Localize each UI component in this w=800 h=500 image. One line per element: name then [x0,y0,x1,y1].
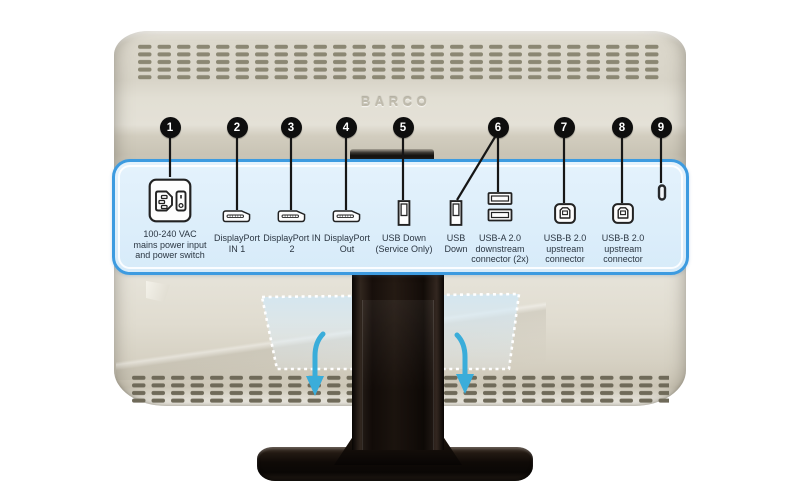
port-label: DisplayPort IN 1 [213,233,260,254]
stand-column [352,272,444,450]
callout-6: 6 [487,117,509,138]
port-label: 100-240 VAC mains power input and power … [133,229,207,260]
callout-8: 8 [611,117,633,138]
kensington-lock-slot-icon [657,184,667,201]
down-arrow-icon [454,332,474,394]
usb-a-port-icon [397,200,411,226]
usb-b-port-icon [612,203,634,224]
displayport-icon [277,210,306,223]
displayport-icon [332,210,361,223]
port-label: USB-A 2.0 downstream connector (2x) [471,233,529,264]
usb-a-port-icon [449,200,463,226]
callout-1: 1 [159,117,181,138]
port-label: USB Down [444,233,468,254]
side-notch [146,280,170,303]
brand-logo: BARCO [360,94,432,109]
down-arrow-icon [306,331,326,396]
top-vent-grille [138,43,659,81]
port-label: USB-B 2.0 upstream connector [543,233,587,264]
callout-3: 3 [280,117,302,138]
port-label: DisplayPort Out [323,233,370,254]
usb-a-dual-port-icon [487,192,513,222]
callout-2: 2 [226,117,248,138]
power-inlet-switch-icon [148,178,192,223]
callout-5: 5 [392,117,414,138]
callout-4: 4 [335,117,357,138]
port-label: DisplayPort IN 2 [263,233,321,254]
usb-b-port-icon [554,203,576,224]
callout-7: 7 [553,117,575,138]
port-label: USB Down (Service Only) [375,233,433,254]
callout-9: 9 [650,117,672,138]
displayport-icon [222,210,251,223]
handle-recess [350,149,434,162]
port-label: USB-B 2.0 upstream connector [601,233,645,264]
